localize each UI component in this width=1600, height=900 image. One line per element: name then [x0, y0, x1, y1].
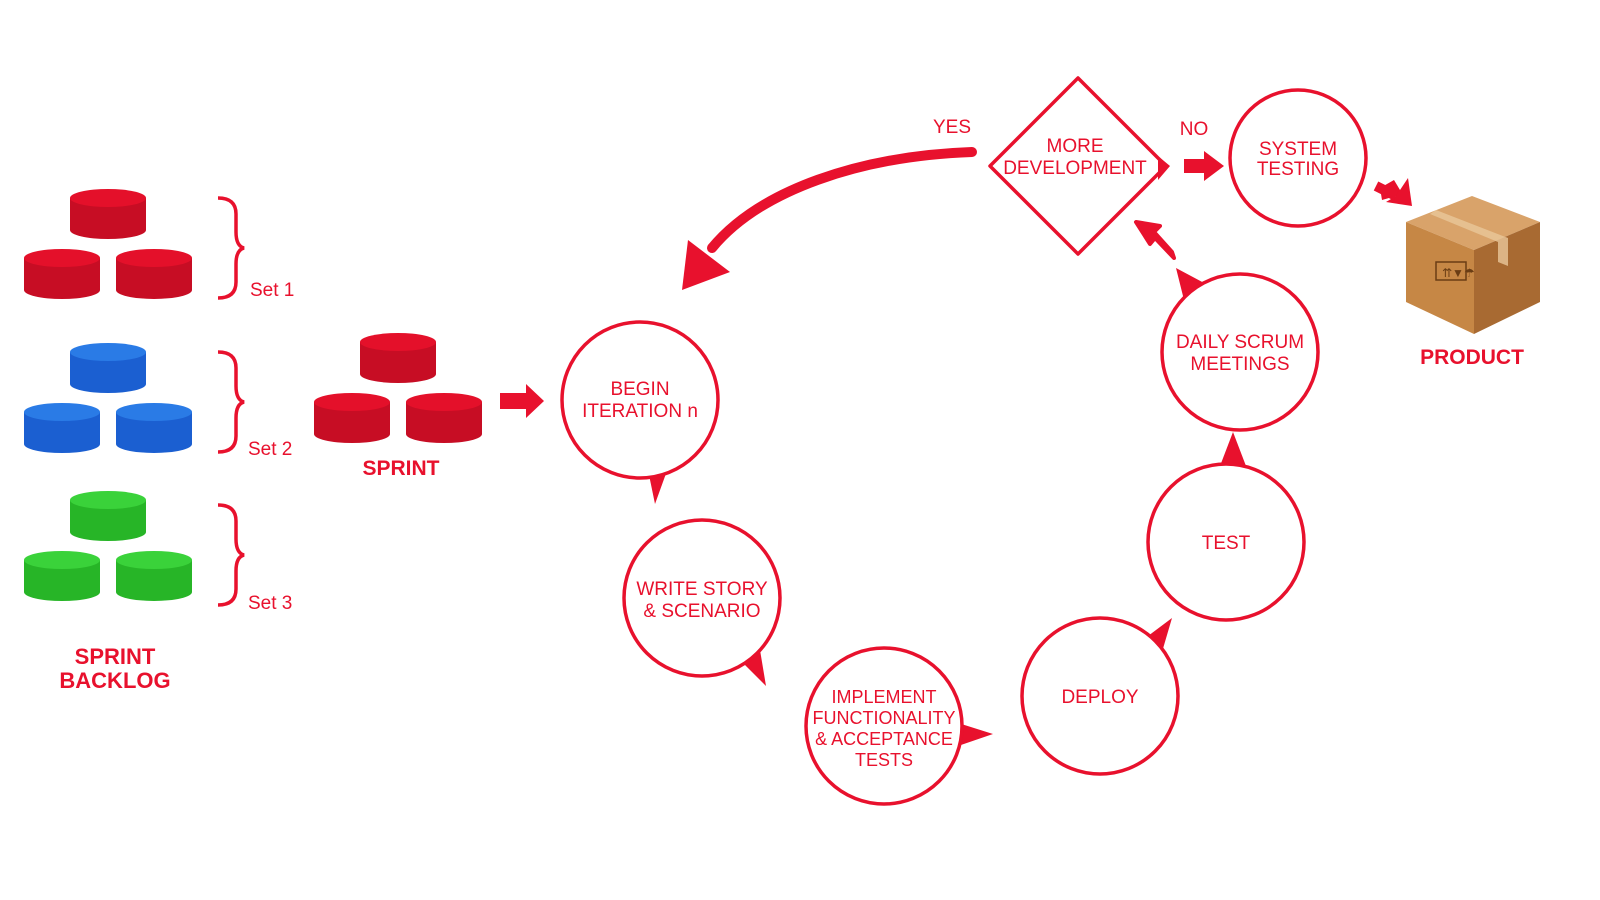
decision-line2: DEVELOPMENT — [1003, 158, 1147, 179]
sprint-to-begin-arrow — [500, 384, 544, 418]
test-line1: TEST — [1202, 533, 1251, 554]
cylinder-body — [116, 560, 192, 601]
cylinder-top — [70, 343, 146, 361]
product-label: PRODUCT — [1420, 346, 1524, 369]
begin-iteration-line1: BEGIN — [610, 379, 669, 400]
decision-line1: MORE — [1047, 136, 1104, 157]
sprint-backlog-title-line2: BACKLOG — [59, 668, 170, 693]
sprint-label: SPRINT — [362, 457, 439, 480]
set-3-brace — [217, 503, 245, 607]
cylinder-top — [116, 551, 192, 569]
deploy-node: DEPLOY — [1020, 616, 1180, 776]
yes-loop-arrowhead — [682, 240, 730, 290]
set-1-brace — [217, 196, 245, 300]
cylinder-top — [24, 551, 100, 569]
cylinder-top — [116, 249, 192, 267]
write-story-line2: & SCENARIO — [643, 601, 760, 622]
set-2-brace — [217, 350, 245, 454]
begin-iteration-line2: ITERATION n — [582, 401, 698, 422]
product-box-icon: ⇈▼☂ — [1406, 196, 1540, 334]
implement-line4: TESTS — [855, 750, 913, 770]
cylinder-top — [24, 403, 100, 421]
write-story-line1: WRITE STORY — [636, 579, 768, 600]
test-node: TEST — [1146, 432, 1306, 622]
write-story-node: WRITE STORY & SCENARIO — [622, 518, 782, 686]
sprint-backlog-title-line1: SPRINT — [75, 644, 156, 669]
cylinder-top — [314, 393, 390, 411]
begin-iteration-node: BEGIN ITERATION n — [560, 320, 720, 504]
yes-label: YES — [933, 117, 971, 138]
no-label: NO — [1180, 119, 1209, 140]
implement-line3: & ACCEPTANCE — [815, 729, 953, 749]
daily-scrum-line1: DAILY SCRUM — [1176, 332, 1304, 353]
implement-line2: FUNCTIONALITY — [812, 708, 955, 728]
set-3-label: Set 3 — [248, 593, 292, 614]
backlog-set-1-stack — [24, 189, 192, 299]
cylinder-top — [24, 249, 100, 267]
cylinder-body — [70, 352, 146, 393]
sprint-stack — [314, 333, 482, 443]
system-testing-line2: TESTING — [1257, 159, 1339, 180]
cylinder-body — [116, 258, 192, 299]
system-testing-node: SYSTEM TESTING — [1228, 88, 1368, 228]
cylinder-top — [116, 403, 192, 421]
daily-to-decision-arrow — [1134, 220, 1176, 260]
system-to-product-arrow-shaft — [1373, 181, 1399, 201]
svg-text:⇈▼☂: ⇈▼☂ — [1442, 266, 1475, 280]
cylinder-top — [70, 189, 146, 207]
cylinder-body — [406, 402, 482, 443]
implement-node: IMPLEMENT FUNCTIONALITY & ACCEPTANCE TES… — [804, 646, 993, 806]
yes-loop-arrow — [707, 147, 977, 253]
cylinder-top — [70, 491, 146, 509]
cylinder-body — [70, 500, 146, 541]
set-2-label: Set 2 — [248, 439, 292, 460]
cylinder-body — [24, 560, 100, 601]
cylinder-body — [24, 412, 100, 453]
cylinder-body — [314, 402, 390, 443]
more-development-decision: MORE DEVELOPMENT — [988, 76, 1170, 256]
cylinder-top — [360, 333, 436, 351]
daily-scrum-line2: MEETINGS — [1190, 354, 1289, 375]
backlog-set-2-stack — [24, 343, 192, 453]
cylinder-body — [360, 342, 436, 383]
cylinder-body — [70, 198, 146, 239]
implement-line1: IMPLEMENT — [831, 687, 936, 707]
cylinder-body — [24, 258, 100, 299]
system-testing-line1: SYSTEM — [1259, 139, 1337, 160]
daily-scrum-node: DAILY SCRUM MEETINGS — [1160, 268, 1320, 432]
set-1-label: Set 1 — [250, 280, 294, 301]
backlog-set-3-stack — [24, 491, 192, 601]
no-arrow — [1184, 151, 1224, 181]
cylinder-body — [116, 412, 192, 453]
cylinder-top — [406, 393, 482, 411]
deploy-line1: DEPLOY — [1061, 687, 1138, 708]
